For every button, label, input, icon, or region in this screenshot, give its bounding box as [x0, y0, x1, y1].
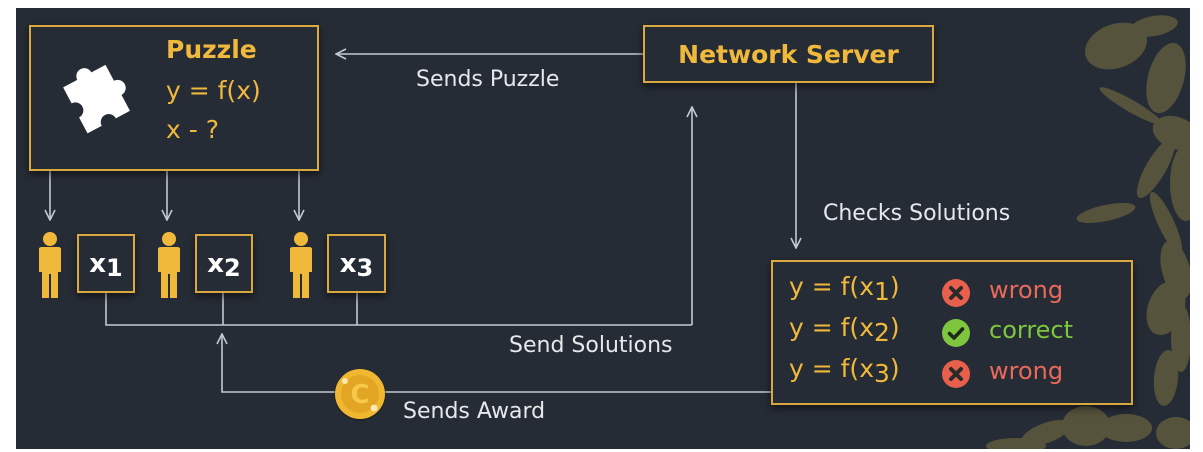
result-status-3: wrong — [989, 357, 1064, 385]
network-server-title: Network Server — [678, 39, 899, 69]
puzzle-piece-icon — [63, 64, 130, 134]
puzzle-equation: y = f(x) — [166, 76, 261, 105]
person-icon — [39, 232, 61, 298]
results-box: y = f(x1) y = f(x2) y = f(x3) wrong corr… — [771, 260, 1133, 405]
check-circle-icon — [942, 319, 970, 347]
result-status-2: correct — [989, 316, 1074, 344]
puzzle-title: Puzzle — [166, 35, 257, 64]
solution-subscript: 1 — [106, 253, 123, 282]
send-solutions-connector — [105, 293, 692, 326]
coin-glyph: C — [350, 380, 369, 410]
checks-solutions-label: Checks Solutions — [823, 201, 1011, 226]
solution-subscript: 2 — [224, 253, 241, 282]
network-server-box: Network Server — [643, 25, 934, 83]
solution-var: x — [89, 248, 107, 279]
puzzle-question: x - ? — [166, 115, 219, 144]
solution-var: x — [207, 248, 225, 279]
x-circle-icon — [942, 360, 970, 388]
result-equation-2: y = f(x2) — [789, 313, 900, 347]
coin-icon: C — [334, 369, 386, 421]
solution-subscript: 3 — [356, 253, 374, 282]
puzzle-box: Puzzle y = f(x) x - ? — [29, 25, 319, 171]
send-solutions-label: Send Solutions — [509, 333, 673, 358]
person-icon — [158, 232, 180, 298]
sends-puzzle-label: Sends Puzzle — [416, 67, 560, 92]
sends-award-arrow — [222, 334, 771, 393]
result-status-1: wrong — [989, 276, 1064, 304]
diagram-canvas: Puzzle y = f(x) x - ? Sends Puzzle Netwo… — [16, 8, 1190, 449]
result-equation-3: y = f(x3) — [789, 354, 900, 388]
solution-var: x — [339, 248, 357, 279]
person-icon — [290, 232, 312, 298]
connectors-layer — [16, 15, 1190, 449]
result-equation-1: y = f(x1) — [789, 272, 900, 306]
sends-award-label: Sends Award — [403, 399, 546, 424]
background-coins-decoration — [986, 15, 1190, 449]
x-circle-icon — [942, 279, 970, 307]
